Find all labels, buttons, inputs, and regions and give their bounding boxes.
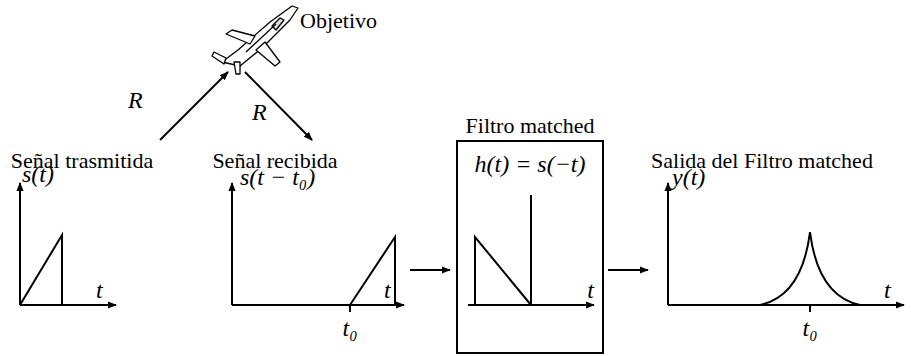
transmitted-plot: [20, 183, 116, 305]
flow-arrow: [608, 269, 648, 271]
range-arrow: [245, 72, 312, 140]
target-name: Objetivo: [300, 10, 377, 32]
box-title: Filtro matched: [466, 115, 595, 137]
received-plot: [232, 183, 404, 312]
delay-label: t₀: [342, 316, 357, 340]
signal-name: y(t): [672, 165, 705, 189]
range-arrow: [160, 72, 228, 140]
axis-label: t: [96, 278, 103, 302]
axis-label: t: [384, 278, 391, 302]
aircraft-sketch: [212, 6, 298, 74]
flow-arrow: [410, 269, 450, 271]
axis-label: t: [587, 278, 594, 302]
output-plot: [668, 183, 904, 312]
range-label: R: [128, 88, 143, 112]
range-label: R: [252, 100, 267, 124]
delay-label: t₀: [802, 316, 817, 340]
impulse-response-plot: [468, 195, 594, 305]
axis-label: t: [884, 278, 891, 302]
transfer-function: h(t) = s(−t): [474, 152, 585, 176]
signal-name: s(t − t₀): [240, 165, 315, 189]
signal-name: s(t): [22, 162, 54, 186]
filter-box: Filtro matchedh(t) = s(−t)t: [456, 140, 604, 354]
